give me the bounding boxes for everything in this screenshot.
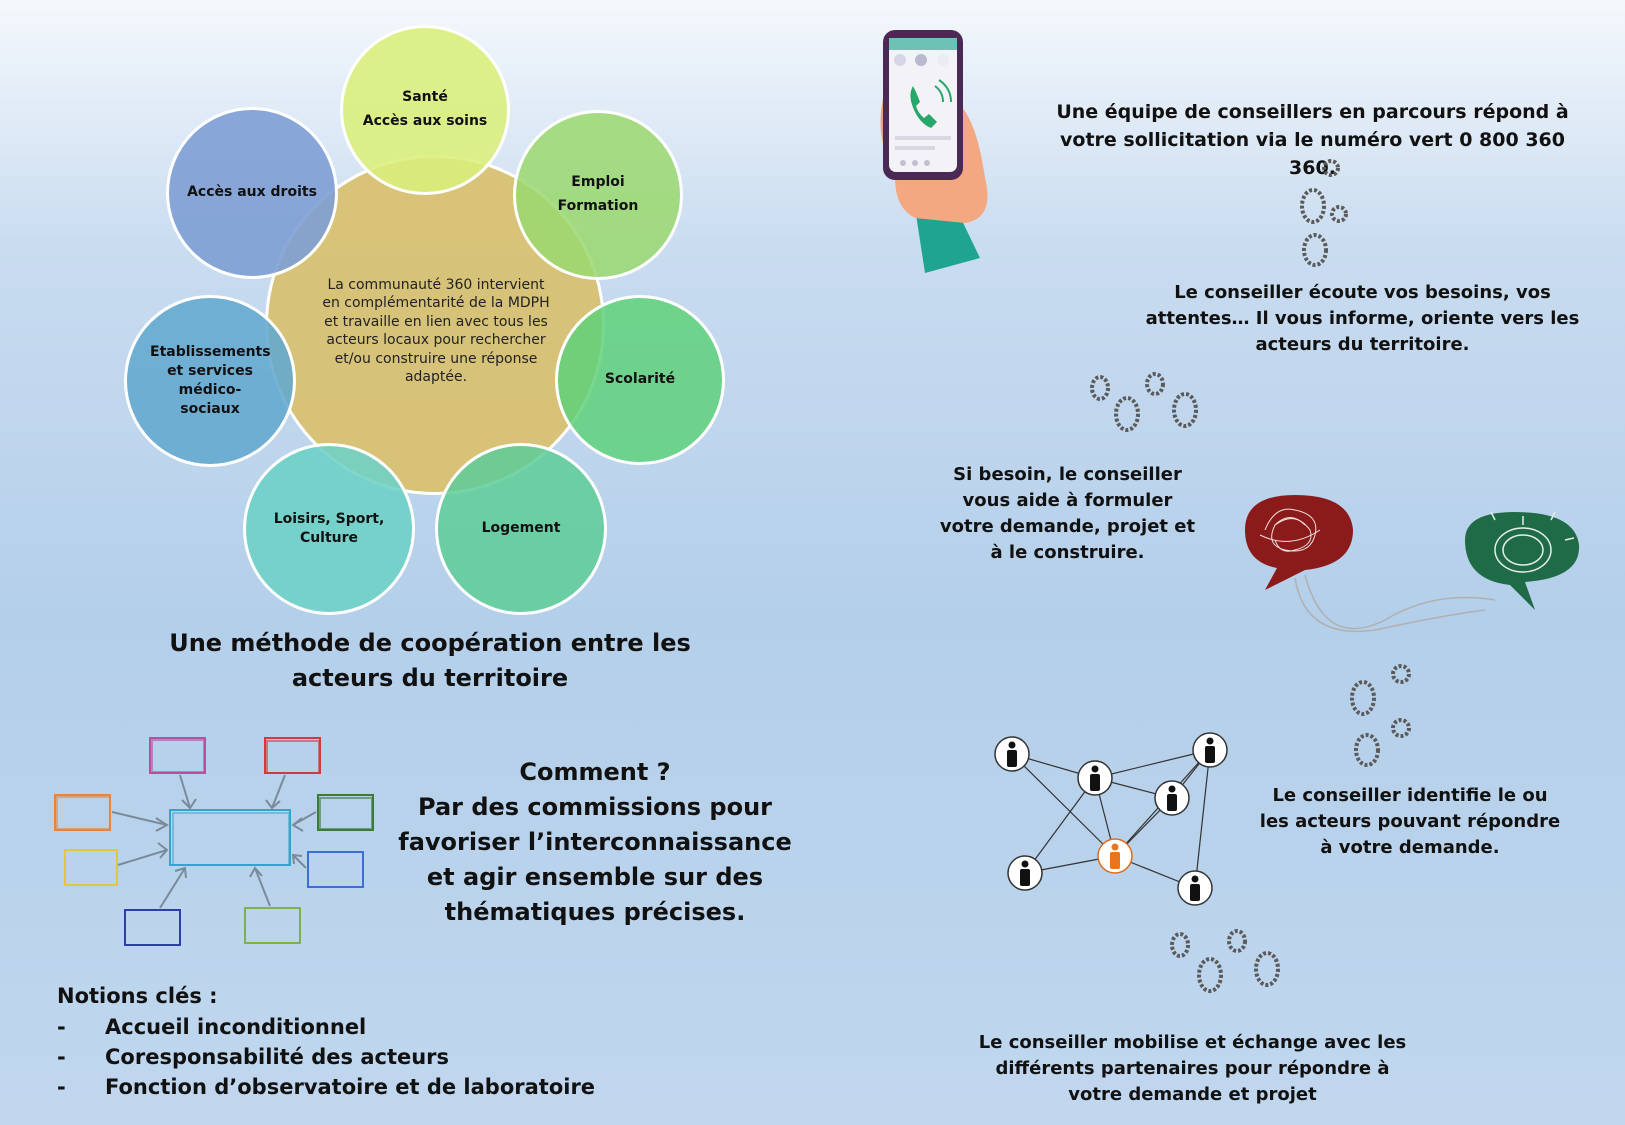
- petal-acces-droits: Accès aux droits: [166, 107, 338, 279]
- footprints-icon: [1170, 929, 1280, 993]
- network-people-icon: [994, 732, 1228, 906]
- step2-text: Le conseiller écoute vos besoins, vos at…: [1145, 282, 1580, 356]
- comment-question: Comment ?: [519, 758, 671, 786]
- notion-dash: -: [57, 1075, 66, 1099]
- comment-block: Comment ? Par des commissions pour favor…: [395, 755, 795, 930]
- step5-text: Le conseiller mobilise et échange avec l…: [978, 1032, 1407, 1106]
- sketch-arrows-icon: [54, 737, 374, 946]
- footprints-icon: [1300, 159, 1348, 267]
- step3-text: Si besoin, le conseiller vous aide à for…: [939, 464, 1196, 564]
- notions-block: Notions clés : - Accueil inconditionnel …: [57, 980, 617, 1102]
- notion-text: Fonction d’observatoire et de laboratoir…: [105, 1075, 596, 1099]
- footprints-icon: [1350, 664, 1411, 767]
- petal-loisirs: Loisirs, Sport,Culture: [243, 443, 415, 615]
- notion-dash: -: [57, 1015, 66, 1039]
- notion-text: Coresponsabilité des acteurs: [105, 1045, 450, 1069]
- notion-item: - Coresponsabilité des acteurs: [57, 1042, 617, 1072]
- comment-answer: Par des commissions pour favoriser l’int…: [398, 793, 792, 926]
- notion-item: - Accueil inconditionnel: [57, 1012, 617, 1042]
- phone-hand-icon: [880, 30, 988, 273]
- petal-logement: Logement: [435, 443, 607, 615]
- step4-text: Le conseiller identifie le ou les acteur…: [1259, 785, 1561, 859]
- petal-scolarite: Scolarité: [555, 295, 725, 465]
- notions-title: Notions clés :: [57, 984, 218, 1008]
- notion-dash: -: [57, 1045, 66, 1069]
- center-text: La communauté 360 intervient en compléme…: [322, 277, 550, 386]
- notion-text: Accueil inconditionnel: [105, 1015, 367, 1039]
- method-caption: Une méthode de coopération entre les act…: [169, 629, 691, 692]
- speech-bubbles-icon: [1245, 495, 1580, 633]
- footprints-icon: [1090, 372, 1198, 432]
- notion-item: - Fonction d’observatoire et de laborato…: [57, 1072, 617, 1102]
